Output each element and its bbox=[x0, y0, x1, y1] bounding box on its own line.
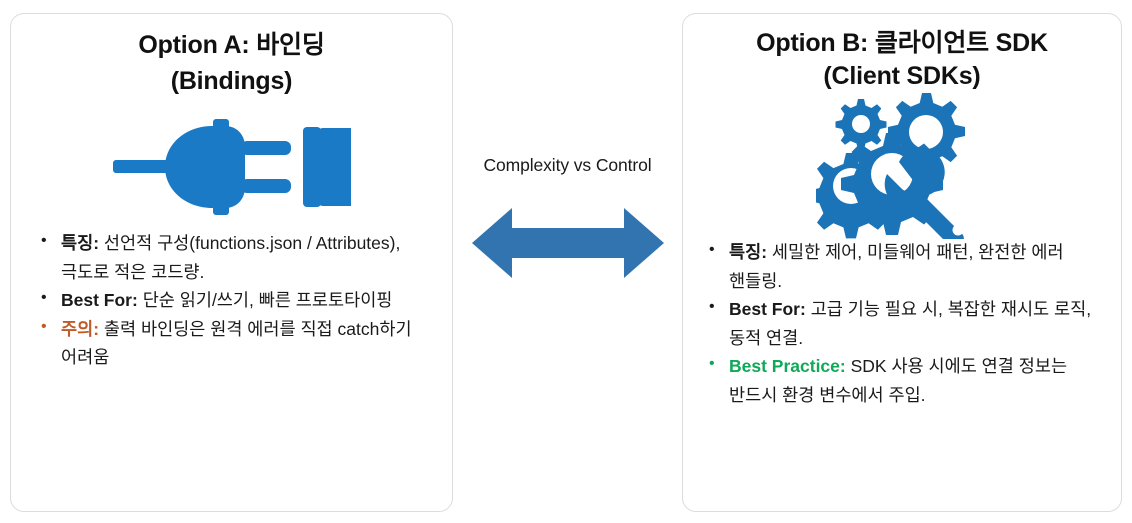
bullet-text: 선언적 구성(functions.json / Attributes), 극도로… bbox=[61, 233, 401, 282]
list-item: Best For: 고급 기능 필요 시, 복잡한 재시도 로직, 동적 연결. bbox=[707, 294, 1107, 352]
option-b-title-line1: Option B: 클라이언트 SDK bbox=[756, 29, 1048, 57]
option-b-bullet-list: 특징: 세밀한 제어, 미들웨어 패턴, 완전한 에러 핸들링. Best Fo… bbox=[683, 234, 1121, 409]
option-a-card[interactable]: Option A: 바인딩 (Bindings) bbox=[10, 13, 453, 512]
complexity-vs-control-label: Complexity vs Control bbox=[483, 155, 652, 175]
option-b-title: Option B: 클라이언트 SDK (Client SDKs) bbox=[683, 14, 1121, 92]
list-item-best-practice: Best Practice: SDK 사용 시에도 연결 정보는 반드시 환경 … bbox=[707, 351, 1107, 409]
plug-and-socket-icon bbox=[11, 111, 452, 223]
bullet-label-warning: 주의: bbox=[61, 318, 100, 339]
bullet-label: 특징: bbox=[729, 242, 768, 262]
option-a-title-line2: (Bindings) bbox=[170, 66, 293, 95]
gears-and-wrench-icon bbox=[683, 93, 1121, 239]
bullet-label: Best For: bbox=[729, 299, 806, 320]
option-b-card[interactable]: Option B: 클라이언트 SDK (Client SDKs) bbox=[682, 13, 1122, 512]
bullet-text: 세밀한 제어, 미들웨어 패턴, 완전한 에러 핸들링. bbox=[729, 242, 1064, 291]
center-connector: Complexity vs Control bbox=[453, 13, 682, 512]
double-headed-arrow-icon bbox=[468, 198, 668, 288]
list-item: Best For: 단순 읽기/쓰기, 빠른 프로토타이핑 bbox=[39, 285, 436, 315]
option-a-title: Option A: 바인딩 (Bindings) bbox=[11, 14, 452, 99]
bullet-text: 출력 바인딩은 원격 에러를 직접 catch하기 어려움 bbox=[61, 318, 412, 368]
list-item: 특징: 세밀한 제어, 미들웨어 패턴, 완전한 에러 핸들링. bbox=[707, 237, 1107, 295]
bullet-label: 특징: bbox=[61, 233, 100, 253]
list-item: 특징: 선언적 구성(functions.json / Attributes),… bbox=[39, 228, 436, 286]
bullet-text: SDK 사용 시에도 연결 정보는 반드시 환경 변수에서 주입. bbox=[729, 356, 1068, 405]
option-a-title-line1: Option A: 바인딩 bbox=[138, 31, 325, 59]
bullet-text: 단순 읽기/쓰기, 빠른 프로토타이핑 bbox=[142, 290, 393, 311]
bullet-label: Best For: bbox=[61, 290, 138, 311]
list-item-warning: 주의: 출력 바인딩은 원격 에러를 직접 catch하기 어려움 bbox=[39, 314, 436, 372]
option-b-title-line2: (Client SDKs) bbox=[823, 61, 981, 90]
bullet-label-best-practice: Best Practice: bbox=[729, 356, 846, 377]
option-a-bullet-list: 특징: 선언적 구성(functions.json / Attributes),… bbox=[11, 223, 452, 372]
bullet-text: 고급 기능 필요 시, 복잡한 재시도 로직, 동적 연결. bbox=[729, 299, 1092, 348]
